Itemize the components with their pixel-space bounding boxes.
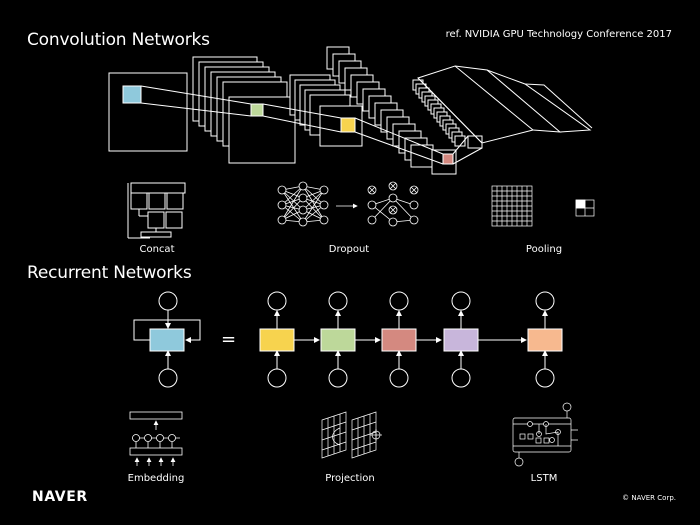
caption-dropout: Dropout: [328, 244, 370, 255]
rnn-folded: [133, 291, 201, 388]
rnn-loop: [133, 319, 201, 343]
reference-note: ref. NVIDIA GPU Technology Conference 20…: [445, 29, 672, 40]
pooling-grid: [491, 185, 533, 227]
conv-section-title: Convolution Networks: [27, 30, 210, 50]
caption-embedding: Embedding: [127, 473, 185, 484]
rnn-step-5: [527, 291, 563, 388]
cnn-architecture: [108, 46, 593, 175]
rnn-step-3: [381, 291, 417, 388]
cnn-layer3-stack: [326, 46, 457, 175]
rnn-equals-sign: =: [221, 329, 236, 350]
pooling-icon: [491, 185, 595, 227]
copyright-text: © NAVER Corp.: [622, 494, 676, 502]
rnn-step-1: [259, 291, 295, 388]
rnn-folded-input-node: [158, 368, 178, 388]
concat-icon: [127, 182, 186, 239]
lstm-icon: [512, 402, 578, 467]
rnn-step-2: [320, 291, 356, 388]
dropout-thinned-net: [367, 181, 419, 227]
pooling-output: [575, 199, 595, 217]
cnn-layer1-stack: [192, 56, 296, 164]
rnn-folded-output-node: [158, 291, 178, 311]
cnn-input-highlight: [122, 85, 142, 104]
caption-lstm: LSTM: [530, 473, 558, 484]
embedding-icon: [129, 411, 183, 466]
caption-pooling: Pooling: [525, 244, 563, 255]
naver-logo: NAVER: [32, 489, 88, 505]
dropout-full-net: [277, 181, 329, 227]
dropout-icon: [277, 181, 419, 227]
rnn-unrolled: [259, 291, 563, 388]
caption-concat: Concat: [139, 244, 175, 255]
cnn-input-map: [108, 72, 188, 152]
projection-icon: [321, 411, 382, 459]
rnn-step-4: [443, 291, 479, 388]
cnn-layer4-stack: [412, 79, 483, 149]
rnn-folded-cell: [149, 328, 185, 352]
caption-projection: Projection: [325, 473, 375, 484]
rnn-section-title: Recurrent Networks: [27, 263, 192, 283]
cnn-projection-lines: [140, 85, 483, 165]
cnn-fc-layers: [417, 65, 593, 144]
